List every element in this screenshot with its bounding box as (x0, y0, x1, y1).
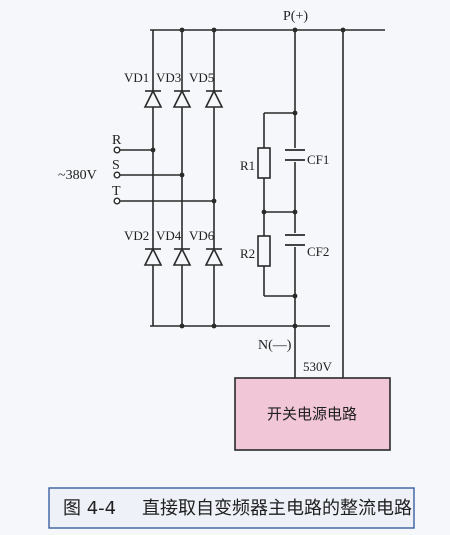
cf1-label: CF1 (307, 152, 329, 167)
terminal-t (113, 197, 121, 205)
terminal-s (113, 171, 121, 179)
r1-label: R1 (240, 158, 255, 173)
caption-box (48, 487, 415, 529)
lower-diodes (143, 247, 224, 266)
diode-vd6 (204, 247, 224, 266)
r2-label: R2 (240, 246, 255, 261)
vd6-label: VD6 (189, 228, 215, 243)
switch-power-box (234, 377, 391, 451)
vd5-label: VD5 (189, 70, 214, 85)
capacitor-cf2 (285, 234, 305, 246)
upper-diodes (143, 89, 224, 108)
phase-t-label: T (112, 184, 121, 199)
dc-voltage-label: 530V (303, 359, 333, 374)
phase-r-label: R (112, 133, 122, 148)
vd3-label: VD3 (156, 70, 181, 85)
vd2-label: VD2 (124, 228, 149, 243)
resistor-r2 (257, 235, 271, 267)
switch-power-label: 开关电源电路 (267, 405, 357, 423)
cf2-label: CF2 (307, 244, 329, 259)
n-minus-label: N(—) (258, 338, 292, 353)
resistors (257, 147, 271, 267)
resistor-r1 (257, 147, 271, 179)
terminal-r (113, 146, 121, 154)
ac-input-label: ~380V (58, 168, 97, 183)
diode-vd2 (143, 247, 163, 266)
diode-vd1 (143, 89, 163, 108)
phase-s-label: S (112, 158, 120, 173)
diode-vd5 (204, 89, 224, 108)
capacitors (285, 149, 305, 246)
wiring (118, 29, 385, 378)
vd1-label: VD1 (124, 70, 149, 85)
diode-vd3 (172, 89, 192, 108)
junctions (150, 27, 346, 329)
vd4-label: VD4 (156, 228, 182, 243)
diode-vd4 (172, 247, 192, 266)
figure-number: 图 4-4 (63, 498, 116, 519)
p-plus-label: P(+) (283, 9, 308, 24)
capacitor-cf1 (285, 149, 305, 161)
figure-title: 直接取自变频器主电路的整流电路 (142, 498, 412, 519)
input-terminals (113, 146, 121, 205)
